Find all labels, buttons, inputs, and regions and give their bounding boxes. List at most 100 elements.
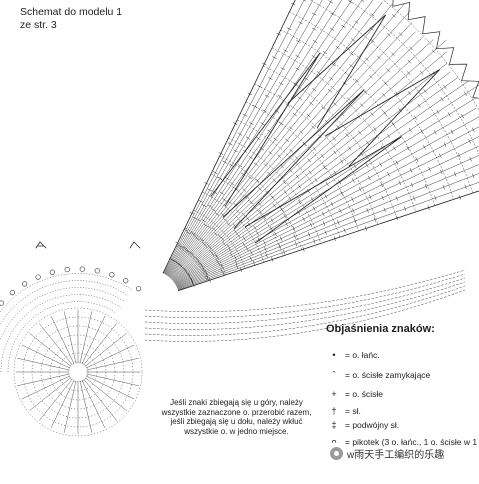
stitch-tick (327, 88, 332, 93)
stitch-tick (256, 137, 261, 140)
stitch-tick (314, 177, 318, 183)
stitch-tick (343, 81, 347, 86)
stitch-tick (273, 137, 278, 141)
stitch-tick (178, 263, 183, 267)
stitch-tick (408, 127, 412, 133)
rosette-spoke (81, 379, 106, 429)
fan-arc (382, 0, 479, 111)
stitch-tick (367, 175, 371, 181)
fan-stitch-row (171, 39, 434, 280)
stitch-tick (306, 189, 310, 194)
fan-stitch-row (165, 0, 342, 275)
stitch-tick (286, 27, 292, 31)
stitch-tick (249, 200, 254, 205)
stitch-tick (366, 140, 370, 145)
stitch-tick (279, 236, 283, 241)
stitch-tick (469, 156, 472, 162)
stitch-tick (245, 246, 249, 252)
stitch-tick (366, 208, 369, 213)
rosette-spoke (21, 344, 71, 369)
rosette-spoke (64, 380, 77, 433)
stitch-tick (461, 114, 464, 119)
stitch-tick (222, 160, 228, 164)
stitch-tick (424, 184, 428, 189)
stitch-tick (242, 188, 247, 192)
stitch-tick (187, 272, 191, 277)
stitch-tick (351, 38, 356, 42)
stitch-tick (217, 234, 222, 238)
stitch-tick (447, 112, 451, 117)
stitch-tick (192, 216, 197, 220)
filet-triangle (325, 69, 440, 167)
stitch-tick (298, 21, 303, 25)
stitch-tick (277, 154, 282, 159)
stitch-tick (242, 113, 248, 117)
stitch-tick (297, 210, 301, 215)
stitch-tick (373, 127, 377, 132)
legend-label: = o. ścisłe (345, 389, 384, 399)
stitch-tick (220, 264, 223, 269)
stitch-tick (285, 138, 290, 143)
fan-arc (289, 11, 454, 200)
stitch-tick (227, 142, 233, 146)
rosette-spoke (17, 358, 70, 371)
stitch-tick (268, 151, 273, 155)
stitch-tick (233, 229, 238, 234)
rosette-ring (67, 361, 89, 383)
picot-mark (135, 286, 142, 292)
fan-stitch-row (175, 97, 477, 285)
rosette-spoke (50, 379, 75, 429)
stitch-tick (183, 267, 187, 272)
stitch-tick (383, 207, 386, 213)
stitch-tick (272, 56, 277, 59)
stitch-tick (440, 169, 443, 175)
stitch-tick (213, 232, 218, 236)
lower-band (144, 281, 466, 330)
stitch-tick (283, 190, 287, 195)
legend-label: = pikotek (3 o. łańc., 1 o. ścisłe w 1 (345, 437, 478, 447)
picot-mark (9, 290, 15, 296)
stitch-tick (333, 150, 337, 155)
stitch-tick (265, 252, 268, 258)
fan-stitch-row (163, 0, 305, 274)
rosette-spoke (79, 380, 92, 433)
stitch-tick (341, 24, 346, 28)
stitch-tick (340, 159, 344, 164)
stitch-tick (238, 164, 243, 168)
fan-stitch-row (164, 0, 314, 274)
stitch-tick (335, 45, 340, 50)
legend-item-slip-stitch: ˆ = o. ścisłe zamykające (327, 370, 431, 380)
stitch-tick (295, 54, 300, 58)
stitch-tick (365, 163, 369, 168)
stitch-tick (395, 196, 398, 201)
stitch-tick (304, 77, 309, 81)
rosette-spoke (79, 311, 92, 364)
legend-item-picot: ᴖ = pikotek (3 o. łańc., 1 o. ścisłe w 1 (327, 437, 477, 447)
stitch-tick (235, 209, 240, 214)
stitch-tick (332, 136, 336, 141)
stitch-tick (189, 276, 192, 281)
stitch-tick (292, 226, 296, 231)
stitch-tick (386, 68, 390, 73)
stitch-tick (245, 216, 250, 221)
fan-stitch-row (172, 51, 447, 281)
stitch-tick (343, 228, 346, 233)
stitch-tick (274, 109, 280, 113)
stitch-tick (413, 115, 417, 120)
stitch-tick (312, 27, 317, 31)
stitch-tick (280, 164, 284, 169)
stitch-tick (406, 146, 410, 151)
stitch-tick (410, 182, 414, 188)
stitch-tick (387, 172, 390, 177)
stitch-tick (248, 155, 253, 160)
stitch-tick (306, 113, 311, 118)
rosette-spoke (29, 333, 72, 367)
fan-zigzag-edge (392, 0, 479, 99)
stitch-tick (309, 101, 313, 105)
fan-stitch-row (176, 145, 479, 288)
legend-item-treble-crochet: ‡ = podwójny sł. (327, 420, 399, 430)
rosette-spoke (17, 373, 70, 386)
stitch-tick (186, 231, 191, 235)
picot-mark (109, 272, 115, 278)
stitch-tick (217, 261, 221, 266)
